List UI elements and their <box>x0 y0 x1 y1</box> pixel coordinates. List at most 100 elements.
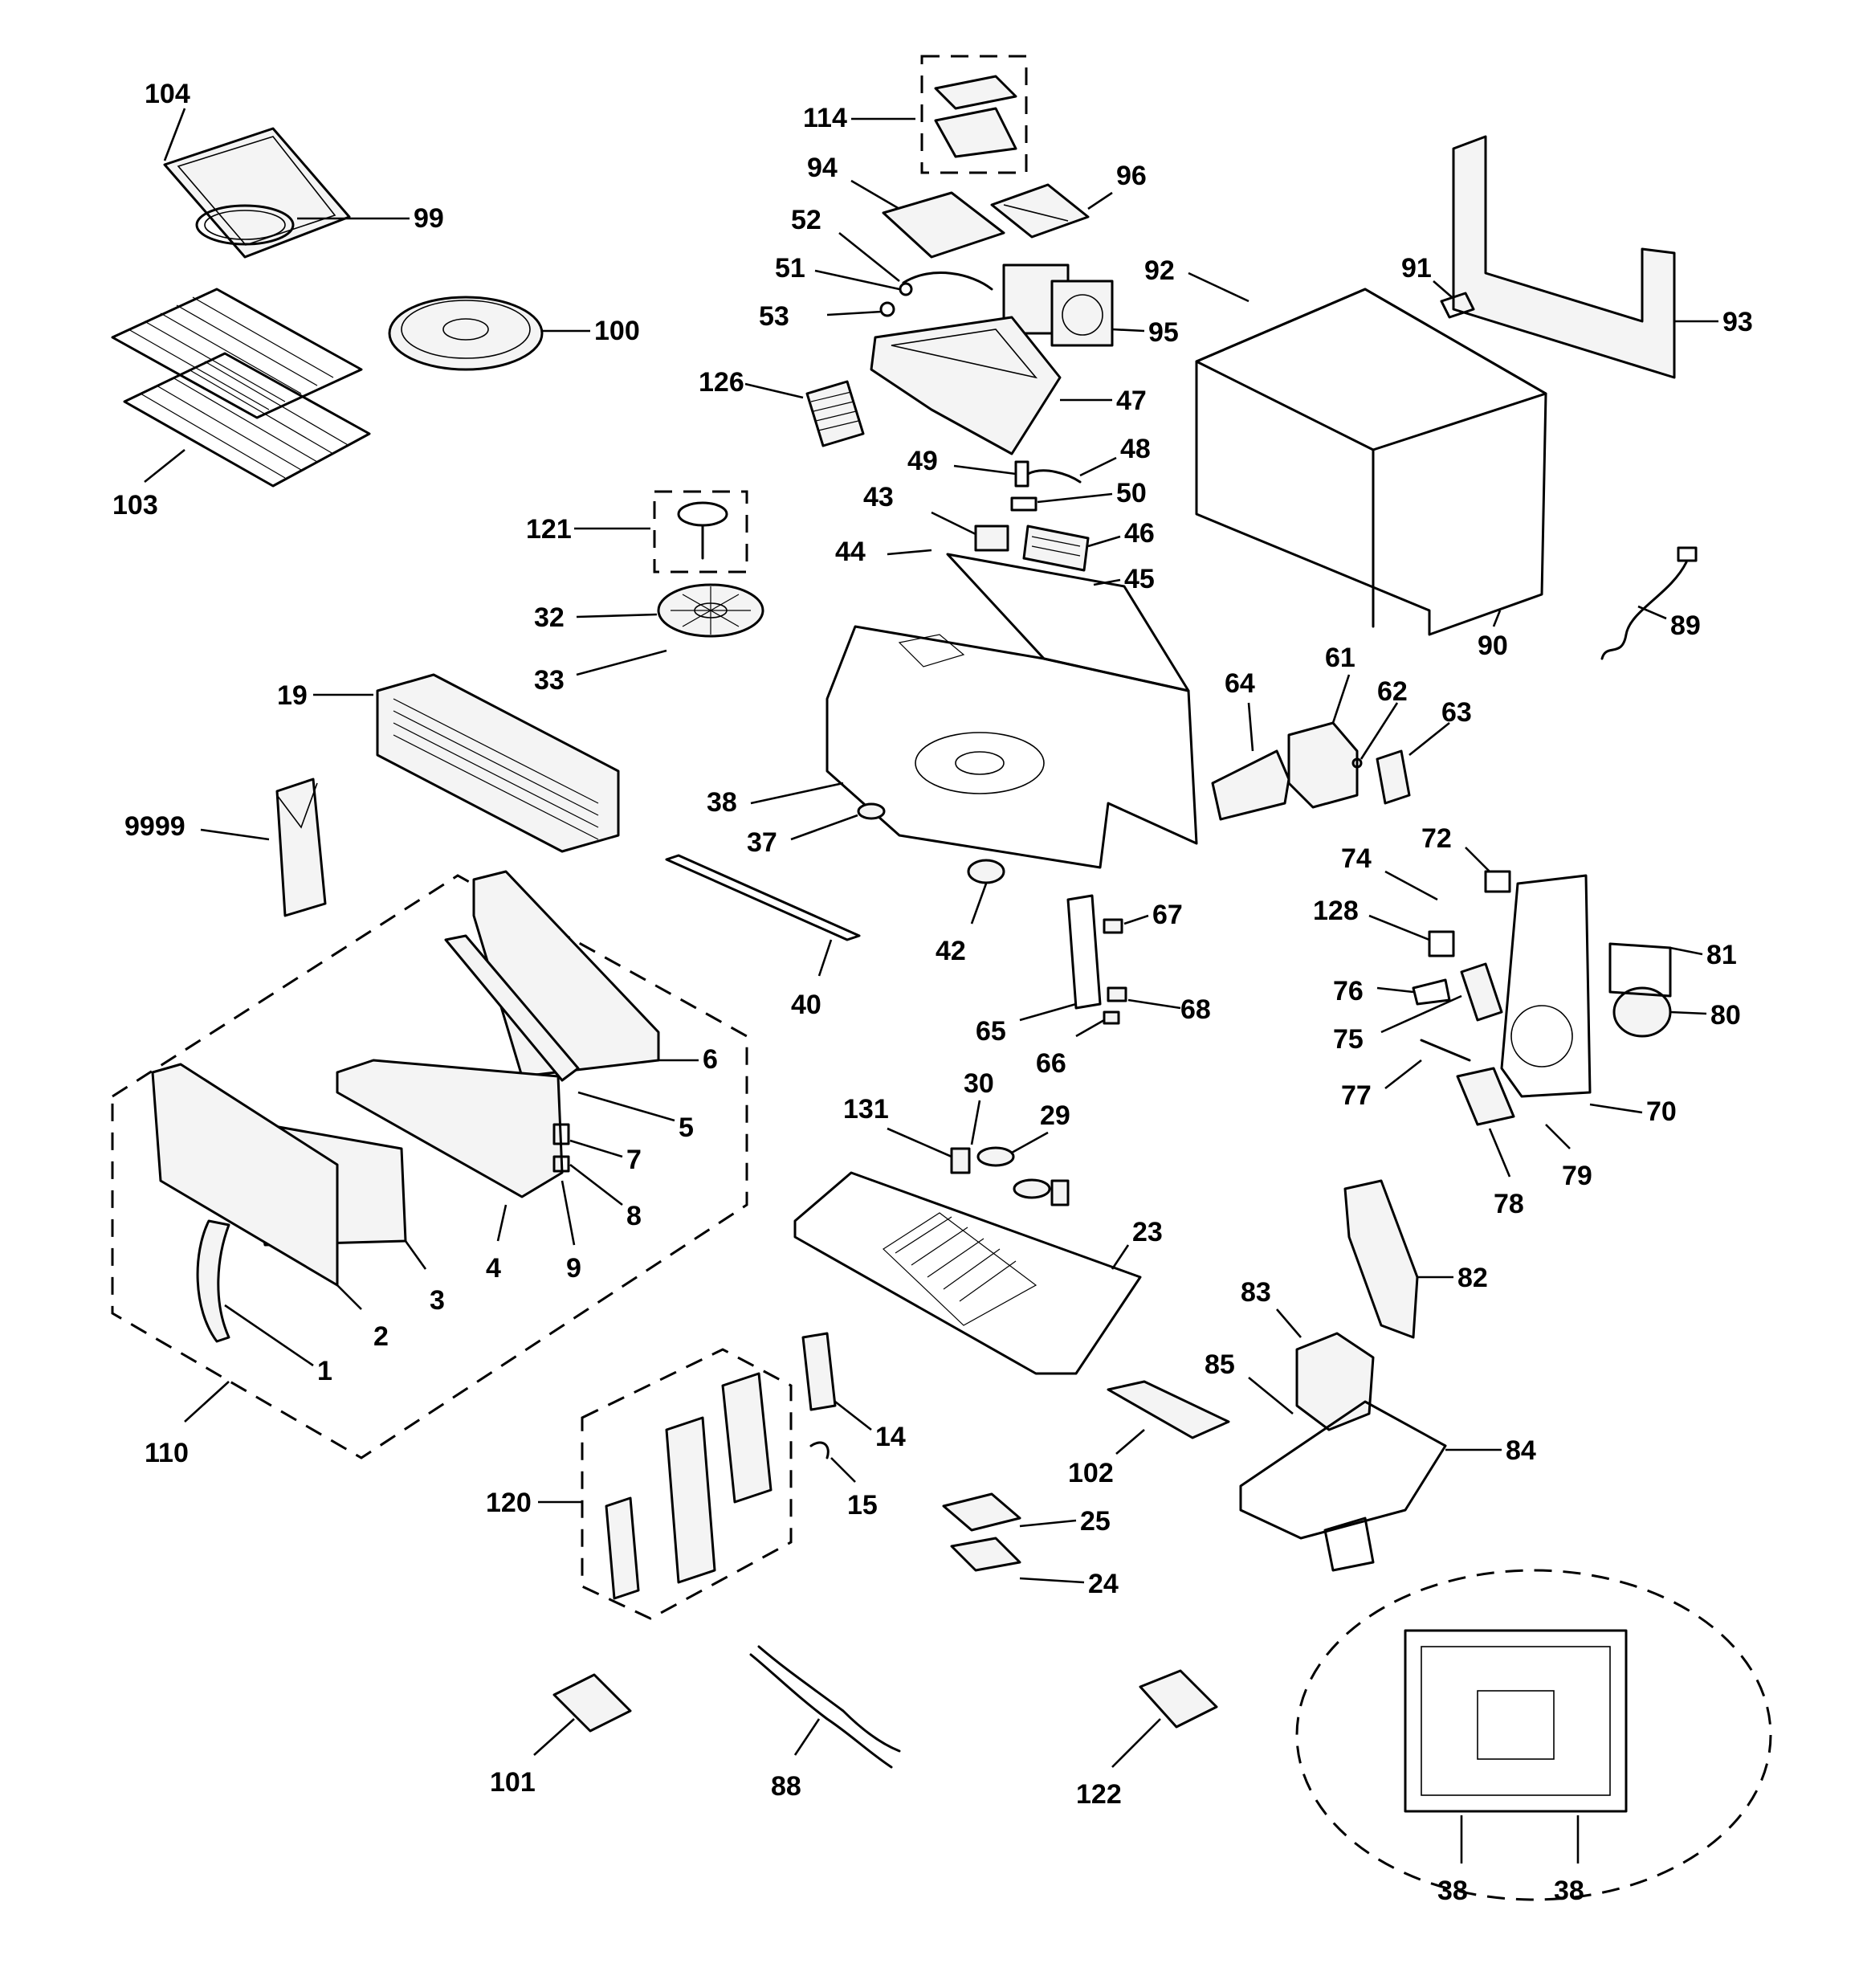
svg-text:40: 40 <box>791 990 821 1020</box>
callout-121: 121 <box>526 514 650 545</box>
cavity-main <box>826 553 1198 869</box>
motor-42 <box>967 859 1005 884</box>
svg-text:43: 43 <box>863 482 894 512</box>
svg-text:121: 121 <box>526 514 572 545</box>
bag-122 <box>1139 1669 1218 1729</box>
group-box-114 <box>920 55 1028 174</box>
svg-text:15: 15 <box>847 1490 878 1521</box>
callout-77: 77 <box>1341 1059 1422 1111</box>
callout-104: 104 <box>145 79 190 161</box>
callout-37: 37 <box>747 814 858 858</box>
callout-101: 101 <box>490 1718 575 1798</box>
svg-text:91: 91 <box>1401 253 1432 284</box>
callout-38-right: 38 <box>1554 1815 1584 1906</box>
group-box-110 <box>111 874 748 1459</box>
svg-text:9: 9 <box>566 1253 581 1284</box>
duct-part-114 <box>934 75 1017 158</box>
vent-126 <box>805 380 865 447</box>
svg-text:1: 1 <box>317 1356 332 1386</box>
transformer-83 <box>1295 1332 1375 1431</box>
svg-text:83: 83 <box>1241 1277 1271 1308</box>
svg-text:62: 62 <box>1377 676 1408 707</box>
callout-79: 79 <box>1545 1124 1592 1191</box>
callout-62: 62 <box>1360 676 1408 760</box>
svg-text:88: 88 <box>771 1771 801 1802</box>
callout-65: 65 <box>976 1002 1077 1047</box>
callout-63: 63 <box>1408 697 1472 757</box>
callout-131: 131 <box>843 1094 952 1158</box>
part-43 <box>974 525 1009 552</box>
callout-61: 61 <box>1325 643 1355 724</box>
callout-120: 120 <box>486 1488 582 1518</box>
svg-text:63: 63 <box>1441 697 1472 728</box>
callout-44: 44 <box>835 537 932 567</box>
wire-52 <box>902 271 993 291</box>
svg-text:103: 103 <box>112 490 158 520</box>
fan-95 <box>1002 263 1114 347</box>
callout-93: 93 <box>1674 307 1753 337</box>
callout-88: 88 <box>771 1718 821 1802</box>
callout-66: 66 <box>1036 1018 1105 1079</box>
svg-text:95: 95 <box>1148 317 1179 348</box>
callout-84: 84 <box>1445 1435 1536 1466</box>
callout-40: 40 <box>791 939 833 1020</box>
svg-text:2: 2 <box>373 1321 389 1352</box>
callout-76: 76 <box>1333 976 1414 1006</box>
callout-102: 102 <box>1068 1429 1145 1488</box>
svg-text:94: 94 <box>807 153 838 183</box>
callout-49: 49 <box>907 446 1017 476</box>
callout-100: 100 <box>542 316 640 346</box>
door-outer-2 <box>151 1063 339 1287</box>
group-box-121 <box>653 490 748 574</box>
svg-text:110: 110 <box>145 1438 189 1468</box>
turntable-100 <box>388 296 544 371</box>
manual-9999 <box>275 778 327 917</box>
svg-text:49: 49 <box>907 446 938 476</box>
svg-text:82: 82 <box>1457 1263 1488 1293</box>
svg-text:6: 6 <box>703 1044 718 1075</box>
small-parts-51-53 <box>879 282 913 317</box>
callout-38: 38 <box>707 782 844 818</box>
bag-101 <box>552 1673 632 1733</box>
callout-70: 70 <box>1589 1096 1677 1127</box>
callout-94: 94 <box>807 153 900 210</box>
svg-text:99: 99 <box>414 203 444 234</box>
svg-text:120: 120 <box>486 1488 532 1518</box>
callout-7: 7 <box>569 1139 642 1175</box>
callout-43: 43 <box>863 482 976 536</box>
callout-72: 72 <box>1421 823 1490 872</box>
svg-text:85: 85 <box>1205 1349 1235 1380</box>
roller-ring-99 <box>195 204 295 246</box>
callout-64: 64 <box>1225 668 1255 752</box>
callout-122: 122 <box>1076 1718 1161 1810</box>
cover-25-24 <box>942 1492 1021 1572</box>
callout-67-top: 67 <box>1123 900 1183 930</box>
harness-88 <box>749 1645 901 1769</box>
callout-126: 126 <box>699 367 804 399</box>
svg-text:68: 68 <box>1180 994 1211 1025</box>
svg-text:61: 61 <box>1325 643 1355 673</box>
svg-text:67: 67 <box>1152 900 1183 930</box>
base-plate-84 <box>1239 1400 1447 1572</box>
svg-text:65: 65 <box>976 1016 1006 1047</box>
callout-95: 95 <box>1111 317 1179 348</box>
stirrer-121 <box>677 501 728 560</box>
callout-2: 2 <box>336 1284 389 1352</box>
bracket-91 <box>1440 292 1475 319</box>
mounting-plate-93 <box>1452 135 1676 379</box>
fan-bracket-47 <box>870 316 1062 455</box>
seal-40 <box>665 854 861 941</box>
callout-30: 30 <box>964 1068 994 1145</box>
filter-46 <box>1022 525 1090 572</box>
svg-text:3: 3 <box>430 1285 445 1316</box>
door-inset-view <box>1295 1569 1772 1901</box>
bracket-49-48-50 <box>1010 460 1082 512</box>
part-62-63 <box>1351 749 1411 805</box>
svg-text:102: 102 <box>1068 1458 1114 1488</box>
svg-text:126: 126 <box>699 367 744 398</box>
svg-text:8: 8 <box>626 1201 642 1231</box>
svg-text:72: 72 <box>1421 823 1452 854</box>
callout-47: 47 <box>1060 386 1147 416</box>
callout-33: 33 <box>534 649 667 696</box>
